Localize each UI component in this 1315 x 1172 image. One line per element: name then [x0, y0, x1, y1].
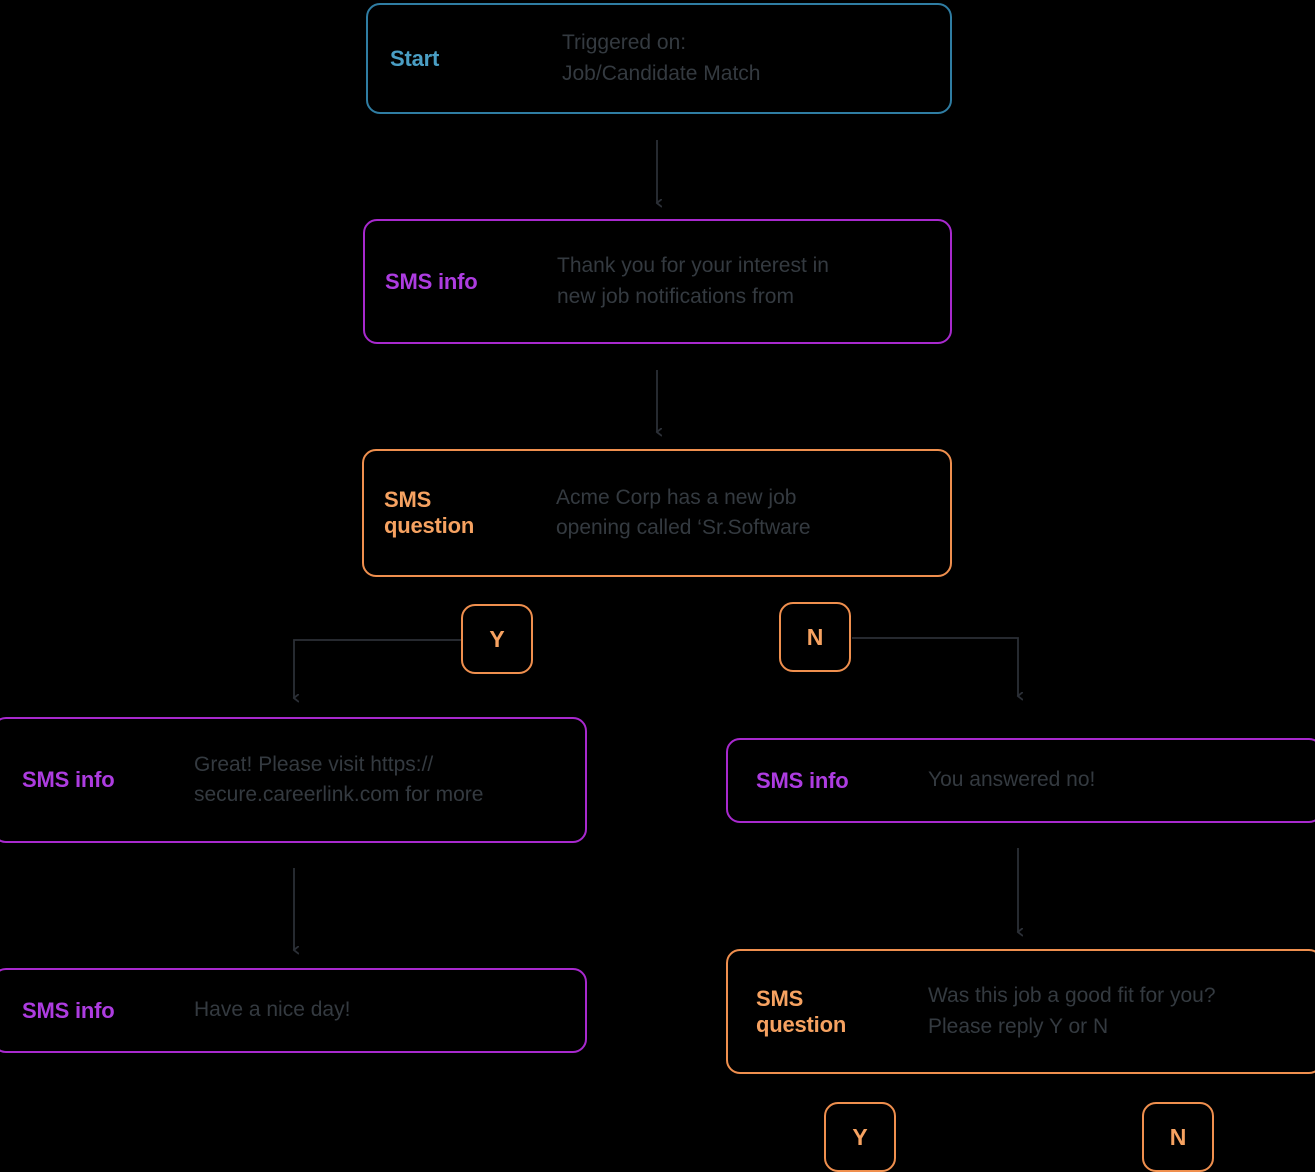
node-sms-info-thanks[interactable]: SMS info Thank you for your interest in … [363, 219, 952, 344]
connector-no-to-answered-no [852, 637, 1018, 696]
node-sms-question-acme-body: Acme Corp has a new job opening called ‘… [556, 485, 811, 539]
node-sms-info-great-label: SMS info [22, 767, 115, 793]
node-sms-question-good-fit-label: SMS question [756, 985, 847, 1037]
node-sms-question-good-fit-body: Was this job a good fit for you? Please … [928, 984, 1216, 1038]
node-sms-question-acme-label: SMS question [384, 487, 475, 538]
badge-branch-yes-top-label: Y [489, 625, 505, 652]
badge-branch-no-top[interactable]: N [779, 602, 851, 672]
node-sms-info-nice-day-label: SMS info [22, 997, 115, 1023]
connector-yes-to-great [294, 639, 462, 698]
node-sms-info-answered-no-body: You answered no! [928, 768, 1096, 792]
node-sms-info-thanks-body: Thank you for your interest in new job n… [557, 254, 829, 308]
node-start-body: Triggered on: Job/Candidate Match [562, 31, 761, 85]
badge-branch-no-top-label: N [806, 623, 824, 650]
node-sms-info-great-body: Great! Please visit https:// secure.care… [194, 752, 484, 806]
badge-branch-no-bottom[interactable]: N [1142, 1102, 1214, 1172]
node-sms-info-nice-day-body: Have a nice day! [194, 998, 351, 1022]
node-sms-info-thanks-label: SMS info [385, 268, 478, 294]
node-start-label: Start [390, 45, 440, 71]
node-sms-info-nice-day[interactable]: SMS info Have a nice day! [0, 968, 587, 1053]
badge-branch-yes-bottom-label: Y [852, 1123, 868, 1150]
node-start[interactable]: Start Triggered on: Job/Candidate Match [366, 3, 952, 114]
badge-branch-yes-top[interactable]: Y [461, 604, 533, 674]
node-sms-info-great[interactable]: SMS info Great! Please visit https:// se… [0, 717, 587, 843]
node-sms-info-answered-no-label: SMS info [756, 767, 849, 793]
badge-branch-yes-bottom[interactable]: Y [824, 1102, 896, 1172]
node-sms-question-good-fit[interactable]: SMS question Was this job a good fit for… [726, 949, 1315, 1074]
node-sms-info-answered-no[interactable]: SMS info You answered no! [726, 738, 1315, 823]
node-sms-question-acme[interactable]: SMS question Acme Corp has a new job ope… [362, 449, 952, 577]
badge-branch-no-bottom-label: N [1169, 1123, 1187, 1150]
